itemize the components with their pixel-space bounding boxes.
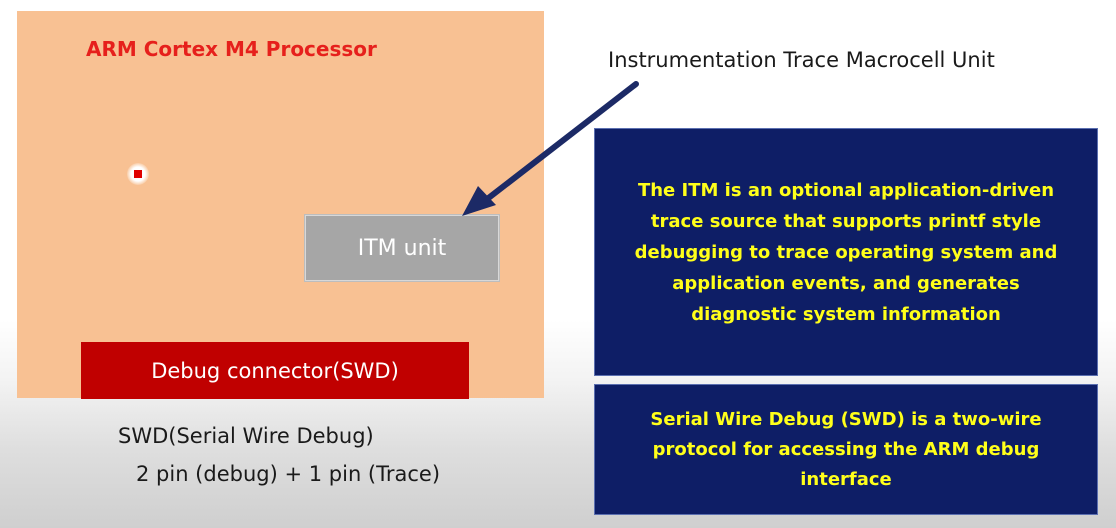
itm-caption: Instrumentation Trace Macrocell Unit [608, 48, 995, 72]
processor-block [17, 11, 544, 398]
debug-connector-box: Debug connector(SWD) [81, 342, 469, 399]
itm-description-text: The ITM is an optional application-drive… [634, 179, 1058, 325]
red-dot-marker [127, 163, 149, 185]
itm-unit-label: ITM unit [357, 235, 447, 261]
itm-description-box: The ITM is an optional application-drive… [594, 128, 1098, 376]
debug-connector-label: Debug connector(SWD) [151, 358, 399, 383]
swd-pins-label: 2 pin (debug) + 1 pin (Trace) [136, 462, 441, 486]
processor-title: ARM Cortex M4 Processor [86, 37, 377, 61]
itm-unit-box: ITM unit [305, 215, 499, 281]
swd-description-text: Serial Wire Debug (SWD) is a two-wire pr… [650, 408, 1042, 490]
swd-label: SWD(Serial Wire Debug) [118, 424, 374, 448]
red-dot-core [134, 170, 142, 178]
swd-description-box: Serial Wire Debug (SWD) is a two-wire pr… [594, 384, 1098, 515]
